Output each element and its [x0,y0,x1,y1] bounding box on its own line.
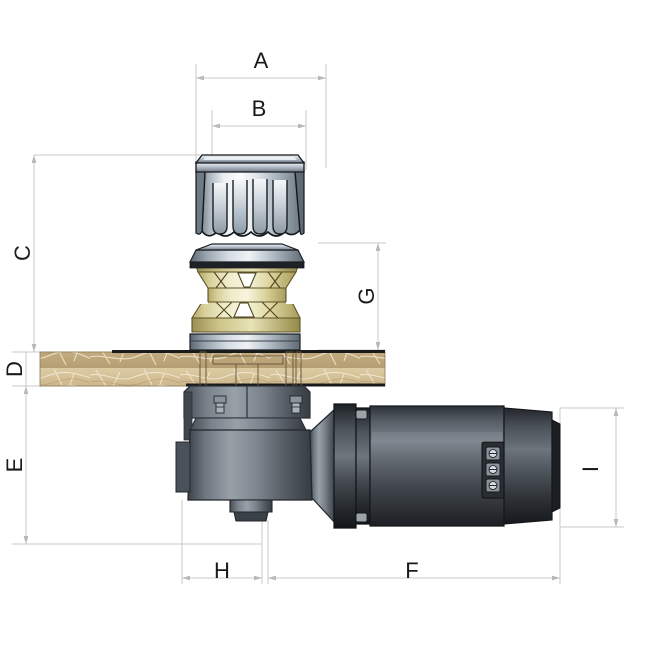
arrow-h-right [254,575,262,581]
terminal-screw [485,446,501,461]
motor-highlight [372,432,502,442]
bolt-head [213,395,227,414]
deck-base-plate [189,333,301,351]
gypsy-chainwheel-assembly [189,243,305,333]
arrow-f-left [268,575,276,581]
gypsy-cap-dome [195,243,299,251]
terminal-screw [485,462,501,477]
drum-ribs [212,179,288,235]
gypsy-waist-notch-left [196,286,208,304]
arrow-h-left [182,575,190,581]
arrow-i-bottom [613,519,619,527]
gypsy-lower-pockets [215,301,279,319]
arrow-i-top [613,408,619,416]
dimension-arrowheads [23,75,619,581]
drum-top-highlight [203,157,297,160]
motor-front-flange [333,403,357,529]
motor-end-cap [551,419,561,513]
dim-label-a: A [254,48,269,73]
deck-top-edge [112,350,385,353]
gypsy-waist-notch-right [286,286,298,304]
arrow-b-right [298,123,306,129]
dimension-labels: A B C D E F G H I [2,48,603,583]
electric-motor [333,403,561,529]
drum-right-shoulder [294,169,305,236]
arrow-e-bottom [23,536,29,544]
motor-flange-ring [355,407,371,525]
gearbox-barrel [187,429,313,501]
gypsy-cap-body [189,249,305,263]
gypsy-waist [207,287,287,303]
dim-label-b: B [252,96,267,121]
terminal-block [481,441,505,499]
below-deck-housing [175,385,337,526]
motor-rear-section [503,407,553,525]
arrow-b-left [212,123,220,129]
housing-bottom-boss [229,499,273,513]
housing-drain-plug [233,511,269,522]
arrow-a-left [196,75,204,81]
housing-bolts [213,395,303,414]
gypsy-cap-shadow [189,261,305,269]
housing-mid-band [189,417,307,431]
dim-label-h: H [214,558,230,583]
housing-left-lug [175,441,191,493]
gypsy-waist-edges [207,288,287,302]
terminal-screws [485,446,501,493]
dim-label-d: D [2,361,27,377]
dim-label-e: E [2,458,27,473]
dim-label-g: G [354,287,379,304]
base-plate-body [189,333,301,351]
gypsy-upper-pockets [213,271,283,289]
motor-flange-bolts [355,409,368,523]
arrow-g-top [375,243,381,251]
deck-section [39,350,386,387]
capstan-drum [194,154,306,237]
arrow-g-bottom [375,342,381,350]
arrow-a-right [318,75,326,81]
arrow-f-right [552,575,560,581]
motor-body [369,405,505,527]
flange-bolt-bottom [355,512,368,523]
drum-left-shoulder [195,169,206,235]
arrow-c-bottom [31,344,37,352]
bolt-head [289,395,303,414]
arrow-c-top [31,155,37,163]
gearbox-motor-transition [309,406,337,526]
dim-label-i: I [578,466,603,472]
arrow-e-top [23,386,29,394]
flange-bolt-top [355,409,368,420]
dim-label-f: F [405,558,418,583]
dim-label-c: C [10,245,35,261]
terminal-screw [485,478,501,493]
gypsy-lower-flange [191,317,301,333]
